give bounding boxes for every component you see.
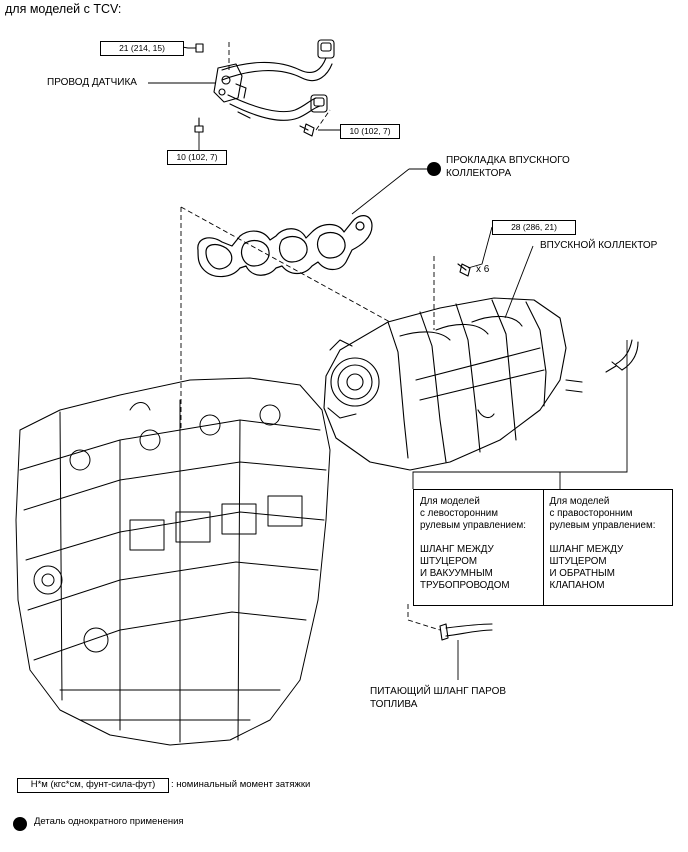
- page-heading: для моделей с TCV:: [5, 2, 122, 16]
- manifold-bolt: [457, 263, 471, 277]
- torque-box-wire-right: 10 (102, 7): [340, 124, 400, 139]
- engine-block: [15, 377, 331, 746]
- steering-variant-table: Для моделей с левосторонним рулевым упра…: [413, 489, 673, 606]
- lhd-body-4: ТРУБОПРОВОДОМ: [420, 580, 510, 591]
- label-sensor-wire: ПРОВОД ДАТЧИКА: [47, 77, 137, 88]
- intake-manifold: [323, 297, 583, 471]
- torque-box-wire-left: 10 (102, 7): [167, 150, 227, 165]
- rhd-heading-2: с правосторонним: [549, 508, 633, 519]
- legend-single-use-icon: [13, 817, 27, 831]
- leader-lines: [148, 46, 628, 680]
- label-manifold: ВПУСКНОЙ КОЛЛЕКТОР: [540, 240, 658, 251]
- rhd-body-3: И ОБРАТНЫМ: [549, 568, 615, 579]
- lhd-cell: Для моделей с левосторонним рулевым упра…: [414, 490, 543, 605]
- legend-torque-desc: : номинальный момент затяжки: [171, 779, 311, 790]
- lhd-heading-2: с левосторонним: [420, 508, 498, 519]
- rhd-body-1: ШЛАНГ МЕЖДУ: [549, 544, 624, 555]
- single-use-icon: [427, 162, 441, 176]
- rhd-heading-3: рулевым управлением:: [549, 520, 656, 531]
- label-bolt-count: x 6: [476, 264, 490, 275]
- alignment-lines: [180, 42, 441, 631]
- lhd-heading-3: рулевым управлением:: [420, 520, 526, 531]
- label-gasket-line1: ПРОКЛАДКА ВПУСКНОГО: [446, 155, 570, 166]
- torque-box-manifold: 28 (286, 21): [492, 220, 576, 235]
- rhd-heading-1: Для моделей: [549, 496, 610, 507]
- legend-torque-box: Н*м (кгс*см, фунт-сила-фут): [17, 778, 169, 793]
- label-gasket-line2: КОЛЛЕКТОРА: [446, 168, 512, 179]
- torque-box-wire-top: 21 (214, 15): [100, 41, 184, 56]
- rhd-cell: Для моделей с правосторонним рулевым упр…: [542, 490, 673, 605]
- sensor-wire-harness: [213, 39, 335, 121]
- lhd-body-1: ШЛАНГ МЕЖДУ: [420, 544, 494, 555]
- vacuum-hose: [605, 339, 639, 373]
- wire-bolts: [187, 43, 315, 137]
- label-fuel-hose-line2: ТОПЛИВА: [370, 699, 418, 710]
- legend-single-use: Деталь однократного применения: [34, 816, 184, 827]
- rhd-body-2: ШТУЦЕРОМ: [549, 556, 607, 567]
- rhd-body-4: КЛАПАНОМ: [549, 580, 605, 591]
- lhd-heading-1: Для моделей: [420, 496, 480, 507]
- intake-gasket: [197, 215, 373, 278]
- fuel-vapour-hose: [439, 623, 493, 641]
- lhd-body-2: ШТУЦЕРОМ: [420, 556, 478, 567]
- lhd-body-3: И ВАКУУМНЫМ: [420, 568, 493, 579]
- label-fuel-hose-line1: ПИТАЮЩИЙ ШЛАНГ ПАРОВ: [370, 686, 507, 697]
